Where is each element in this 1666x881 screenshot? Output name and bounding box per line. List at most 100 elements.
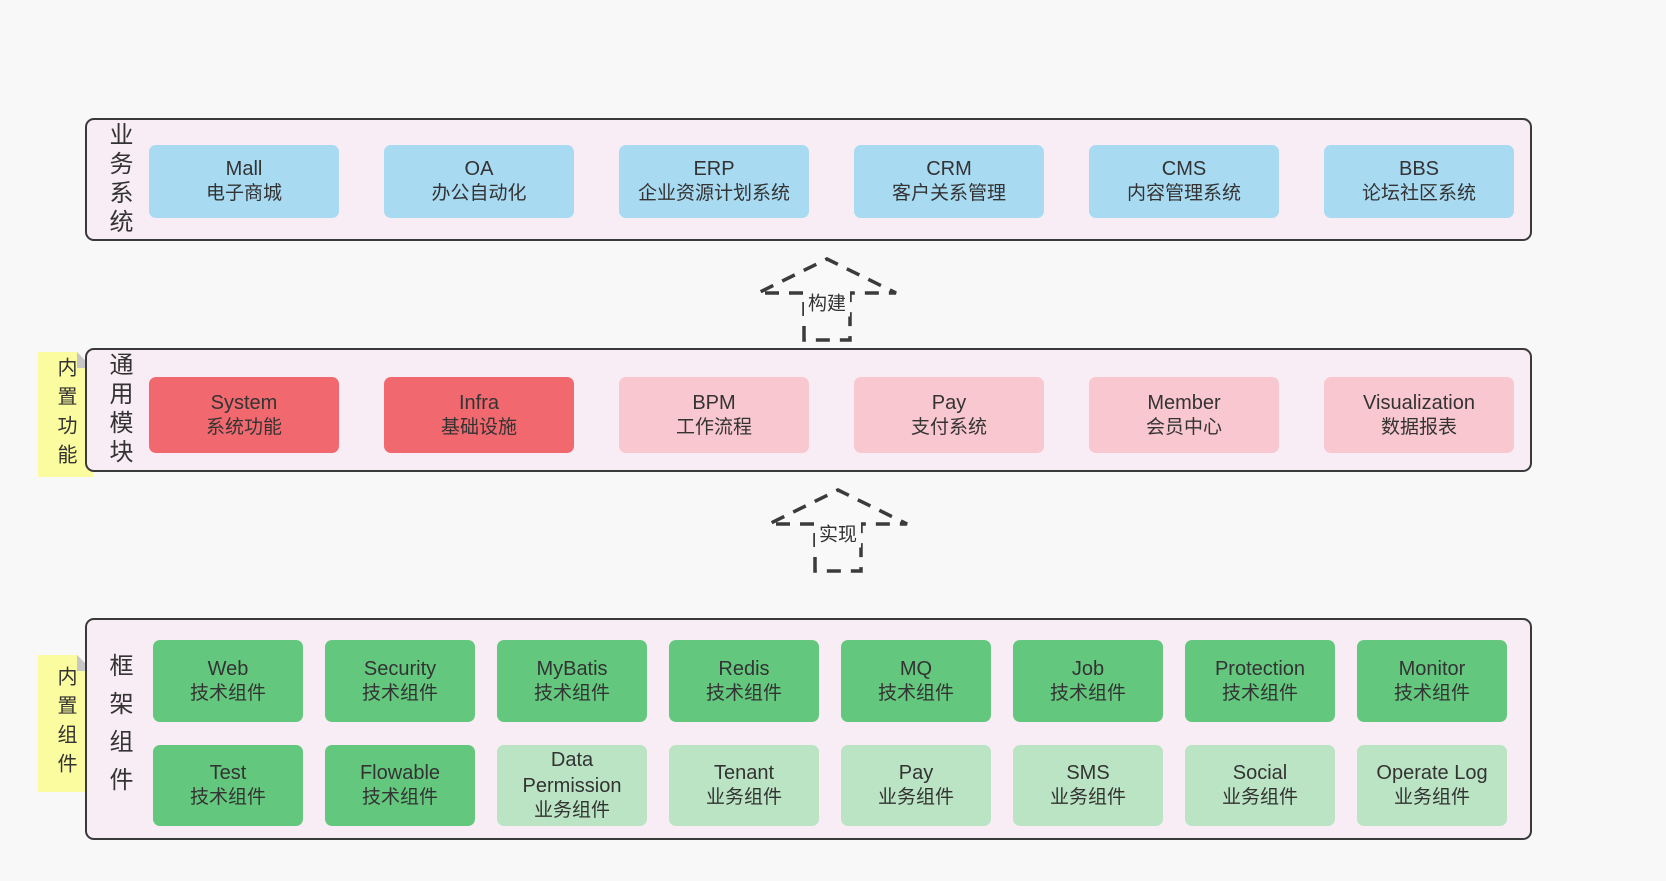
box-crm: CRM 客户关系管理 [854, 145, 1044, 218]
box-social: Social 业务组件 [1185, 745, 1335, 826]
box-subtitle: 业务组件 [533, 800, 610, 822]
box-web: Web 技术组件 [153, 640, 303, 722]
box-title: Protection [1214, 657, 1306, 680]
box-subtitle: 业务组件 [1393, 787, 1470, 809]
box-redis: Redis 技术组件 [669, 640, 819, 722]
box-system: System 系统功能 [149, 377, 339, 453]
box-title: CMS [1161, 158, 1207, 181]
arrow-build: 构建 [752, 256, 902, 342]
box-subtitle: 论坛社区系统 [1361, 183, 1476, 205]
box-data-permission: Data Permission 业务组件 [497, 745, 647, 826]
box-subtitle: 技术组件 [705, 682, 782, 704]
box-subtitle: 数据报表 [1380, 416, 1457, 438]
box-subtitle: 技术组件 [189, 682, 266, 704]
band-label-business-systems: 业务系统 [105, 121, 132, 238]
box-subtitle: 电子商城 [205, 183, 282, 205]
box-title: Member [1147, 391, 1221, 414]
box-title: Security [363, 657, 437, 680]
box-test: Test 技术组件 [153, 745, 303, 826]
box-subtitle: 工作流程 [675, 416, 752, 438]
box-mybatis: MyBatis 技术组件 [497, 640, 647, 722]
box-subtitle: 技术组件 [361, 682, 438, 704]
box-title: MQ [899, 657, 933, 680]
components-row-1: Web 技术组件 Security 技术组件 MyBatis 技术组件 Redi… [153, 640, 1507, 722]
box-title: Operate Log [1376, 762, 1488, 785]
box-subtitle: 技术组件 [1049, 682, 1126, 704]
box-cms: CMS 内容管理系统 [1089, 145, 1279, 218]
band-label-common-modules: 通用模块 [105, 352, 132, 468]
sticky-tag-label: 内置组件 [54, 665, 76, 782]
box-subtitle: 企业资源计划系统 [637, 183, 790, 205]
box-mall: Mall 电子商城 [149, 145, 339, 218]
box-operate-log: Operate Log 业务组件 [1357, 745, 1507, 826]
box-subtitle: 业务组件 [1049, 787, 1126, 809]
band-framework-components: 框架组件 Web 技术组件 Security 技术组件 MyBatis 技术组件… [85, 618, 1532, 840]
box-title: Infra [458, 391, 500, 414]
box-title: ERP [693, 158, 735, 181]
sticky-tag-built-in-features: 内置功能 [38, 352, 93, 477]
box-subtitle: 技术组件 [877, 682, 954, 704]
box-pay-system: Pay 支付系统 [854, 377, 1044, 453]
components-row-2: Test 技术组件 Flowable 技术组件 Data Permission … [153, 745, 1507, 826]
arrow-label: 构建 [803, 287, 851, 317]
box-pay-component: Pay 业务组件 [841, 745, 991, 826]
box-title: Visualization [1363, 391, 1475, 414]
box-title: Mall [225, 158, 263, 181]
box-subtitle: 支付系统 [910, 416, 987, 438]
box-subtitle: 技术组件 [361, 787, 438, 809]
box-subtitle: 业务组件 [877, 787, 954, 809]
business-boxes-row: Mall 电子商城 OA 办公自动化 ERP 企业资源计划系统 CRM 客户关系… [149, 145, 1514, 218]
box-subtitle: 技术组件 [533, 682, 610, 704]
box-erp: ERP 企业资源计划系统 [619, 145, 809, 218]
box-title: Web [207, 657, 249, 680]
modules-boxes-row: System 系统功能 Infra 基础设施 BPM 工作流程 Pay 支付系统… [149, 377, 1514, 453]
box-title: Data Permission [522, 749, 622, 798]
box-subtitle: 技术组件 [189, 787, 266, 809]
box-oa: OA 办公自动化 [384, 145, 574, 218]
box-flowable: Flowable 技术组件 [325, 745, 475, 826]
box-title: MyBatis [536, 657, 608, 680]
box-subtitle: 技术组件 [1221, 682, 1298, 704]
box-subtitle: 技术组件 [1393, 682, 1470, 704]
box-title: OA [464, 158, 494, 181]
box-title: Tenant [713, 762, 775, 785]
band-business-systems: 业务系统 Mall 电子商城 OA 办公自动化 ERP 企业资源计划系统 CRM… [85, 118, 1532, 241]
box-member: Member 会员中心 [1089, 377, 1279, 453]
box-title: Pay [898, 762, 934, 785]
box-bpm: BPM 工作流程 [619, 377, 809, 453]
box-subtitle: 系统功能 [205, 416, 282, 438]
box-title: Monitor [1398, 657, 1466, 680]
box-title: Social [1232, 762, 1288, 785]
box-bbs: BBS 论坛社区系统 [1324, 145, 1514, 218]
box-title: Redis [718, 657, 770, 680]
box-subtitle: 业务组件 [705, 787, 782, 809]
box-tenant: Tenant 业务组件 [669, 745, 819, 826]
box-monitor: Monitor 技术组件 [1357, 640, 1507, 722]
arrow-implement: 实现 [763, 487, 913, 573]
box-security: Security 技术组件 [325, 640, 475, 722]
box-subtitle: 会员中心 [1145, 416, 1222, 438]
sticky-tag-label: 内置功能 [54, 356, 76, 473]
box-subtitle: 办公自动化 [431, 183, 527, 205]
box-title: System [210, 391, 278, 414]
box-title: Job [1071, 657, 1105, 680]
band-common-modules: 通用模块 System 系统功能 Infra 基础设施 BPM 工作流程 Pay… [85, 348, 1532, 472]
box-subtitle: 内容管理系统 [1126, 183, 1241, 205]
box-title: CRM [926, 158, 972, 181]
box-title: Flowable [359, 762, 441, 785]
box-visualization: Visualization 数据报表 [1324, 377, 1514, 453]
box-subtitle: 客户关系管理 [891, 183, 1006, 205]
box-title: Test [209, 762, 247, 785]
band-label-framework-components: 框架组件 [105, 653, 132, 805]
box-title: SMS [1066, 762, 1110, 785]
box-mq: MQ 技术组件 [841, 640, 991, 722]
box-protection: Protection 技术组件 [1185, 640, 1335, 722]
box-title: BPM [692, 391, 736, 414]
box-title: BBS [1398, 158, 1440, 181]
box-job: Job 技术组件 [1013, 640, 1163, 722]
arrow-label: 实现 [814, 518, 862, 548]
box-title: Pay [931, 391, 967, 414]
box-subtitle: 业务组件 [1221, 787, 1298, 809]
box-subtitle: 基础设施 [440, 416, 517, 438]
